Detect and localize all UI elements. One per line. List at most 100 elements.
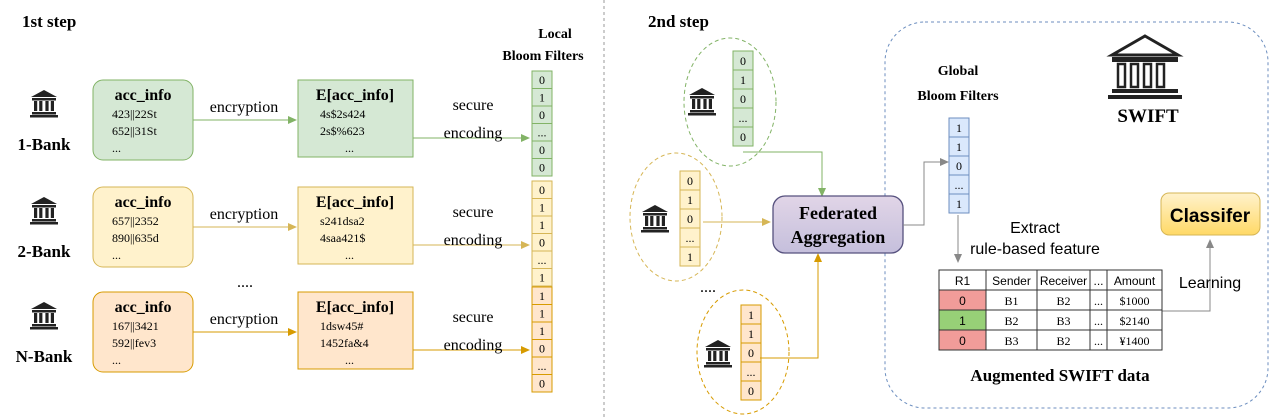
bank-name: N-Bank: [16, 347, 73, 366]
client-bf-cell: ...: [679, 227, 701, 248]
local-bf-cell: 0: [531, 233, 553, 252]
global-bf-bit: 1: [956, 197, 962, 211]
global-bf-bit: ...: [955, 178, 964, 192]
client-bf-cell: 0: [740, 380, 762, 401]
r1-value: 0: [959, 294, 966, 308]
global-bf-cell: 1: [948, 136, 970, 157]
acc-info-title: acc_info: [115, 87, 172, 104]
local-bf-cell: 0: [531, 339, 553, 358]
client-ellipse-yellow: [629, 152, 723, 282]
client-bf-cell: ...: [732, 107, 754, 128]
table-cell-value: ¥1400: [1120, 334, 1150, 348]
table-cell-value: B2: [1004, 314, 1018, 328]
global-bf-bit: 1: [956, 121, 962, 135]
client-bf-cell: 0: [679, 208, 701, 229]
local-bf-cell: 0: [531, 70, 553, 89]
acc-info-title: acc_info: [115, 299, 172, 316]
local-bf-bit: ...: [538, 253, 547, 267]
encrypted-info-line: 1452fa&4: [320, 336, 369, 350]
client-bf-cell: 0: [732, 50, 754, 71]
federated-label-2: Aggregation: [791, 227, 886, 247]
encrypted-info-title: E[acc_info]: [316, 87, 394, 104]
arrow-client1-to-fed: [743, 151, 823, 192]
bank-row-1: 1-Bankacc_info423||22St652||31St...encry…: [18, 70, 553, 177]
encryption-label: encryption: [210, 206, 278, 223]
local-bf-cell: 1: [531, 215, 553, 234]
table-header-cell: R1: [938, 269, 987, 291]
client-bank-icon-2: [641, 205, 669, 233]
arrow-fed-to-global: [903, 161, 945, 226]
acc-info-line: ...: [112, 141, 121, 155]
local-bf-bit: 0: [539, 160, 545, 174]
client-bf-bit: 0: [748, 346, 754, 360]
encrypted-info-line: ...: [345, 141, 354, 155]
bank-icon: [30, 90, 58, 118]
local-bf-title-2: Bloom Filters: [502, 49, 584, 64]
global-bloom-filter: 110...1: [948, 117, 970, 214]
learning-label: Learning: [1179, 275, 1241, 292]
client-bf-bit: 0: [687, 174, 693, 188]
table-cell-value: B2: [1056, 294, 1070, 308]
federated-label-1: Federated: [799, 203, 877, 223]
local-bf-cell: 0: [531, 105, 553, 124]
acc-info-title: acc_info: [115, 194, 172, 211]
encrypted-info-line: 1dsw45#: [320, 319, 363, 333]
swift-label: SWIFT: [1117, 106, 1179, 127]
client-bf-cell: 1: [740, 323, 762, 344]
bank-name: 1-Bank: [18, 135, 71, 154]
table-cell-value: ...: [1094, 314, 1103, 328]
acc-info-line: 657||2352: [112, 214, 159, 228]
client-bf-cell: ...: [740, 361, 762, 382]
table-header: Sender: [992, 274, 1031, 288]
local-bf-bit: 1: [539, 200, 545, 214]
local-bf-bit: 0: [539, 341, 545, 355]
encrypted-info-box: [297, 291, 414, 370]
encrypted-info-box: [297, 79, 414, 158]
table-header: ...: [1093, 274, 1103, 288]
encrypted-info-line: 4s$2s424: [320, 107, 365, 121]
encrypted-info-title: E[acc_info]: [316, 194, 394, 211]
local-bf-cell: ...: [531, 356, 553, 375]
local-bf-bit: 0: [539, 143, 545, 157]
acc-info-line: 890||635d: [112, 231, 159, 245]
table-cell-value: B1: [1004, 294, 1018, 308]
local-bf-bit: 0: [539, 235, 545, 249]
client-bf-cell: 0: [740, 342, 762, 363]
client-bf-bit: 1: [748, 308, 754, 322]
local-bf-cell: 0: [531, 180, 553, 199]
client-bf-bit: 1: [740, 73, 746, 87]
bank-name: 2-Bank: [18, 242, 71, 261]
local-bf-cell: 1: [531, 304, 553, 323]
local-bf-bit: 1: [539, 218, 545, 232]
local-bf-cell: 0: [531, 158, 553, 177]
table-cell-value: $1000: [1120, 294, 1150, 308]
table-header-cell: Amount: [1106, 269, 1163, 291]
global-bf-bit: 1: [956, 140, 962, 154]
encrypted-info-line: 4saa421$: [320, 231, 365, 245]
encrypted-info-line: 2s$%623: [320, 124, 365, 138]
bank-row-2: 2-Bank acc_info 657||2352 890||635d... encry…: [18, 180, 553, 287]
global-bf-title-2: Bloom Filters: [917, 89, 999, 104]
local-bf-title-1: Local: [538, 27, 572, 42]
client-bf-cell: 1: [679, 189, 701, 210]
local-bf-cell: 0: [531, 140, 553, 159]
encrypted-info-line: ...: [345, 353, 354, 367]
r1-value: 0: [959, 334, 966, 348]
encrypted-info-box: [297, 186, 414, 265]
local-bf-bit: 0: [539, 183, 545, 197]
local-bf-cell: 1: [531, 321, 553, 340]
local-bf-cell: 0: [531, 374, 553, 393]
client-bf-bit: 1: [748, 327, 754, 341]
local-bf-bit: 1: [539, 324, 545, 338]
table-cell: [1106, 329, 1163, 351]
acc-info-line: 592||fev3: [112, 336, 156, 350]
local-bf-bit: 0: [539, 108, 545, 122]
step2-title: 2nd step: [648, 12, 709, 31]
client-bf-bit: 0: [687, 212, 693, 226]
client-bf-cell: 0: [679, 170, 701, 191]
acc-info-line: 167||3421: [112, 319, 159, 333]
